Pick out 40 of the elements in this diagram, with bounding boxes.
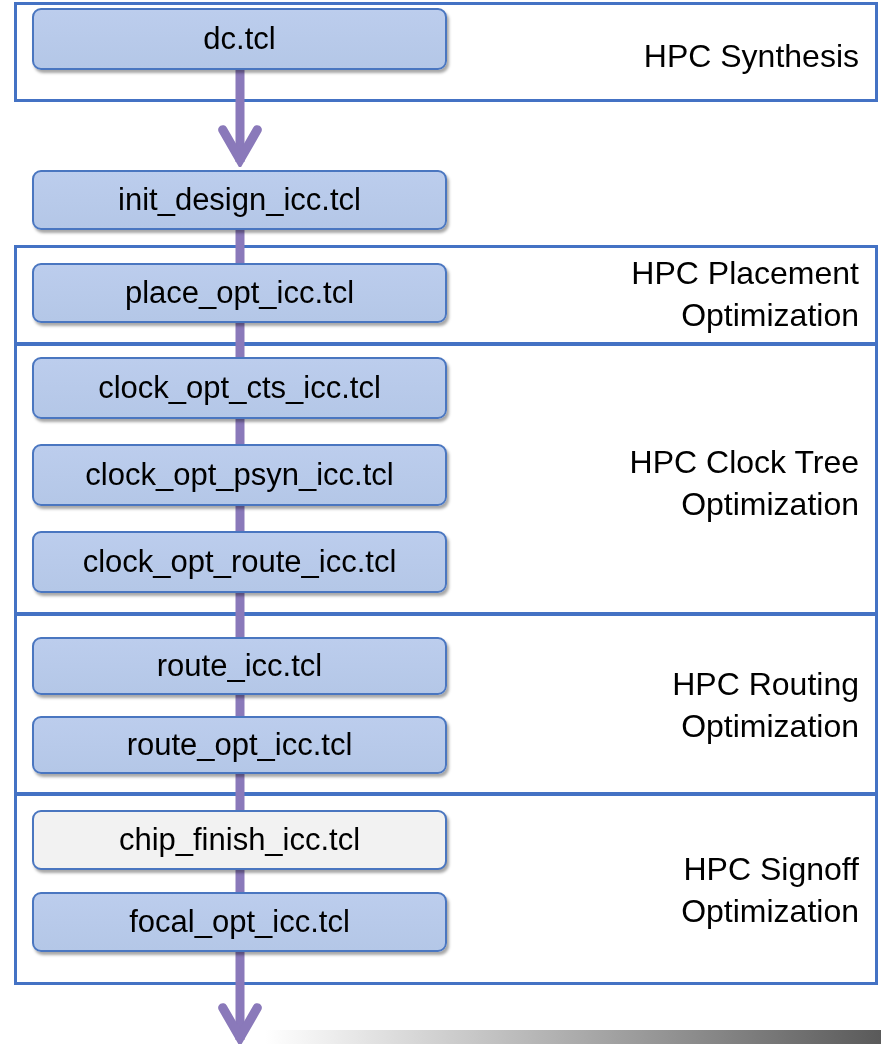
script-box bbox=[32, 8, 447, 70]
stage-heading: HPC Clock Tree Optimization bbox=[628, 443, 859, 524]
stage-band bbox=[14, 613, 878, 795]
script-label: clock_opt_cts_icc.tcl bbox=[98, 370, 381, 406]
stage-band bbox=[14, 793, 878, 985]
script-label: clock_opt_route_icc.tcl bbox=[82, 544, 397, 580]
stage-band bbox=[14, 245, 878, 345]
script-label: chip_finish_icc.tcl bbox=[118, 822, 361, 858]
script-box bbox=[32, 716, 447, 774]
script-box bbox=[32, 810, 447, 870]
connector-line bbox=[235, 870, 245, 892]
stage-heading: HPC Routing Optimization bbox=[671, 665, 859, 746]
script-box bbox=[32, 263, 447, 323]
connector-line bbox=[235, 774, 245, 810]
arrow bbox=[218, 70, 262, 165]
connector-line bbox=[235, 695, 245, 716]
script-box bbox=[32, 444, 447, 506]
script-label: dc.tcl bbox=[203, 21, 276, 57]
connector-line bbox=[235, 419, 245, 444]
script-label: init_design_icc.tcl bbox=[118, 182, 361, 218]
script-label: focal_opt_icc.tcl bbox=[129, 904, 350, 940]
connector-line bbox=[235, 323, 245, 357]
stage-band bbox=[14, 343, 878, 615]
script-box bbox=[32, 170, 447, 230]
stage-heading: HPC Synthesis bbox=[642, 37, 859, 76]
script-box bbox=[32, 531, 447, 593]
script-label: place_opt_icc.tcl bbox=[124, 275, 355, 311]
stage-heading: HPC Signoff Optimization bbox=[680, 850, 859, 931]
stage-heading: HPC Placement Optimization bbox=[630, 254, 859, 335]
script-label: route_opt_icc.tcl bbox=[126, 727, 353, 763]
arrow bbox=[218, 952, 262, 1043]
stage-band bbox=[14, 2, 878, 102]
script-box bbox=[32, 637, 447, 695]
script-label: route_icc.tcl bbox=[156, 648, 323, 684]
connector-line bbox=[235, 593, 245, 637]
connector-line bbox=[235, 506, 245, 531]
connector-line bbox=[235, 230, 245, 263]
script-label: clock_opt_psyn_icc.tcl bbox=[85, 457, 394, 493]
script-box bbox=[32, 892, 447, 952]
script-box bbox=[32, 357, 447, 419]
